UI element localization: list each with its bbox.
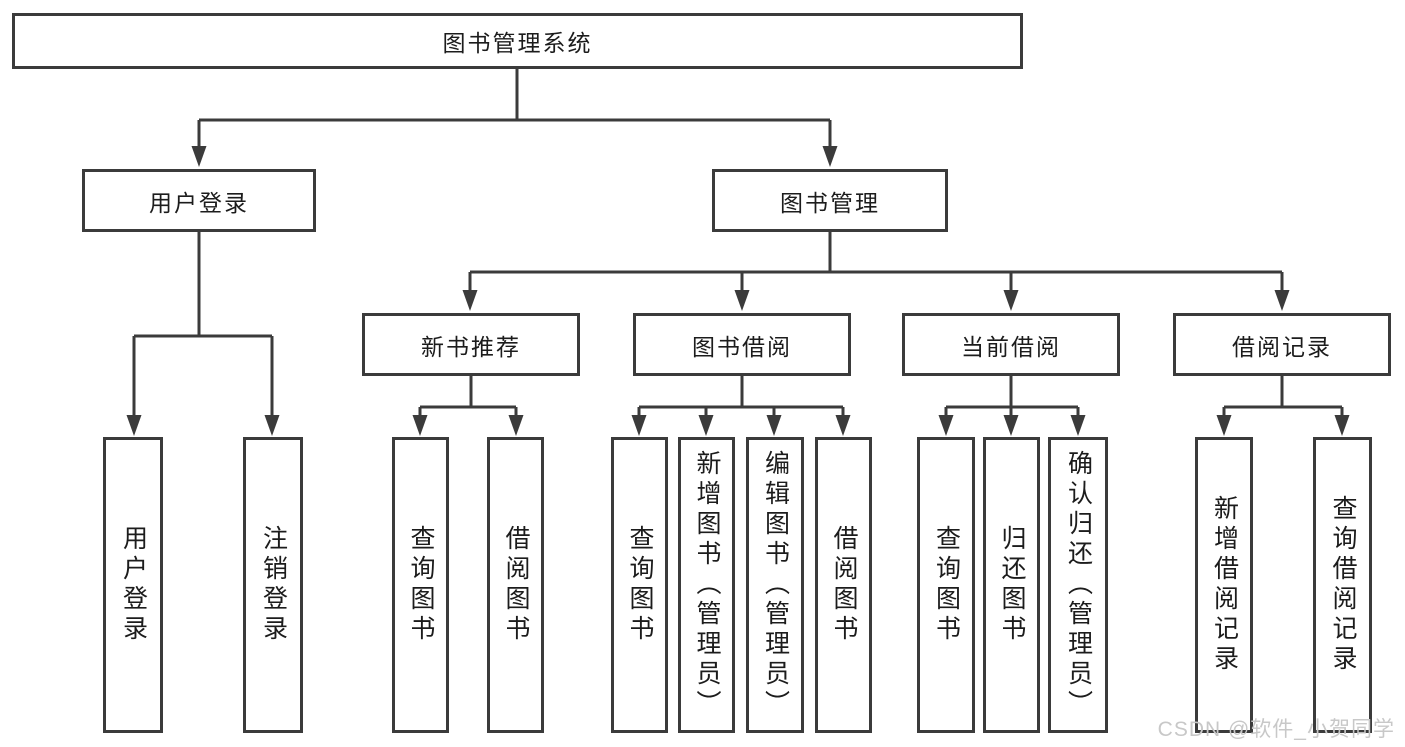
leaf-add-borrow-record: 新增借阅记录 bbox=[1195, 437, 1253, 733]
leaf-label: 归还图书 bbox=[998, 525, 1026, 645]
node-new-book-recommend: 新书推荐 bbox=[362, 313, 580, 376]
leaf-query-book-current: 查询图书 bbox=[917, 437, 975, 733]
leaf-query-book-borrow: 查询图书 bbox=[611, 437, 668, 733]
leaf-label: 借阅图书 bbox=[502, 525, 530, 645]
node-user-login: 用户登录 bbox=[82, 169, 316, 232]
leaf-confirm-return-admin: 确认归还（管理员） bbox=[1048, 437, 1108, 733]
leaf-return-book: 归还图书 bbox=[983, 437, 1040, 733]
leaf-query-borrow-record: 查询借阅记录 bbox=[1313, 437, 1372, 733]
leaf-borrow-book-recommend: 借阅图书 bbox=[487, 437, 544, 733]
leaf-edit-book-admin: 编辑图书（管理员） bbox=[746, 437, 804, 733]
leaf-label: 用户登录 bbox=[119, 525, 148, 645]
leaf-query-book-recommend: 查询图书 bbox=[392, 437, 449, 733]
leaf-label: 查询图书 bbox=[626, 525, 654, 645]
leaf-label: 注销登录 bbox=[259, 525, 288, 645]
leaf-user-login: 用户登录 bbox=[103, 437, 163, 733]
leaf-label: 查询图书 bbox=[407, 525, 435, 645]
node-book-borrow: 图书借阅 bbox=[633, 313, 851, 376]
node-library-system: 图书管理系统 bbox=[12, 13, 1023, 69]
leaf-add-book-admin: 新增图书（管理员） bbox=[678, 437, 735, 733]
node-borrow-records: 借阅记录 bbox=[1173, 313, 1391, 376]
node-book-management: 图书管理 bbox=[712, 169, 948, 232]
leaf-label: 查询图书 bbox=[932, 525, 961, 645]
node-current-borrow: 当前借阅 bbox=[902, 313, 1120, 376]
watermark: CSDN @软件_小贺同学 bbox=[1157, 718, 1395, 741]
leaf-label: 编辑图书（管理员） bbox=[761, 450, 790, 720]
leaf-label: 新增图书（管理员） bbox=[693, 450, 721, 720]
leaf-label: 确认归还（管理员） bbox=[1064, 450, 1093, 720]
leaf-label: 新增借阅记录 bbox=[1210, 495, 1239, 675]
leaf-label: 借阅图书 bbox=[830, 525, 858, 645]
leaf-borrow-book: 借阅图书 bbox=[815, 437, 872, 733]
leaf-label: 查询借阅记录 bbox=[1329, 495, 1357, 675]
leaf-logout: 注销登录 bbox=[243, 437, 303, 733]
